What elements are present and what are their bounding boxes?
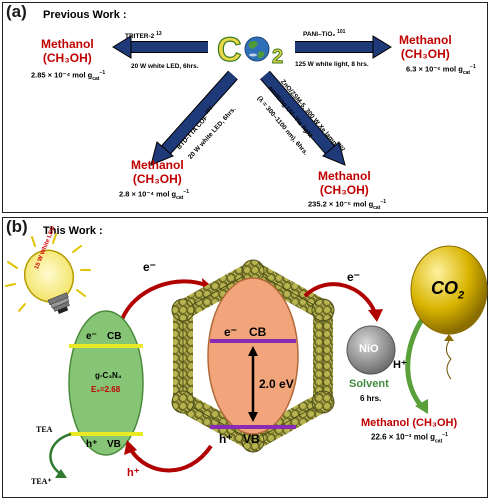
co2-logo-sub: 2 — [272, 46, 283, 68]
electron-label-light: e⁻ — [143, 260, 157, 274]
panel-b-diagram — [5, 233, 488, 478]
route-down-left-product: Methanol(CH₃OH) — [131, 158, 184, 186]
solvent-label: Solvent — [349, 378, 389, 390]
gcn-vb-label: VB — [107, 439, 121, 450]
cof-electron: e⁻ — [224, 325, 238, 339]
gcn-hole: h⁺ — [86, 439, 98, 450]
route-right-condition: 125 W white light, 8 hrs. — [295, 61, 369, 68]
time-label: 6 hrs. — [360, 394, 382, 403]
gcn-name: g-C₃N₄ — [95, 371, 122, 380]
route-left-catalyst: TRITER-2 13 — [125, 31, 162, 41]
route-right-product: Methanol(CH₃OH) — [399, 33, 452, 61]
led-bulb-icon — [5, 233, 91, 315]
route-left-condition: 20 W white LED, 6hrs. — [131, 63, 199, 70]
route-left-rate: 2.85 × 10⁻⁴ mol gcat−1 — [31, 70, 106, 82]
arrow-hole-transfer — [129, 444, 213, 473]
arrow-tea-oxidation — [49, 432, 72, 476]
route-down-left-rate: 2.8 × 10⁻⁴ mol gcat−1 — [119, 189, 190, 201]
co2-logo-c: C — [217, 31, 242, 69]
earth-icon — [244, 36, 270, 62]
nio-particle — [346, 325, 396, 375]
panel-b-label: (b) — [6, 217, 28, 236]
panel-a-title: Previous Work : — [43, 9, 127, 21]
co2-balloon-icon — [410, 245, 488, 380]
nio-label: NiO — [359, 343, 379, 355]
route-left-product: Methanol(CH₃OH) — [41, 37, 94, 65]
hole-transfer-label: h⁺ — [127, 467, 140, 479]
cof-band-gap-value: 2.0 eV — [259, 377, 294, 391]
route-right-catalyst: PANI–TiO₂ 101 — [303, 29, 346, 39]
tea-label: TEA — [36, 425, 53, 434]
route-right-rate: 6.3 × 10⁻⁶ mol gcat−1 — [406, 64, 476, 76]
route-down-right-rate: 235.2 × 10⁻⁶ mol gcat−1 — [308, 199, 387, 211]
panel-a-arrows: C 2 — [112, 30, 392, 166]
panel-a-label: (a) — [6, 2, 27, 21]
cof-hole: h⁺ — [219, 432, 233, 446]
electron-label-cof: e⁻ — [347, 270, 361, 284]
tea-plus-label: TEA⁺ — [31, 477, 52, 486]
cof-vb-label: VB — [243, 432, 260, 446]
hplus-label: H⁺ — [393, 359, 407, 371]
gcn-band-gap: E₉=2.68 — [91, 385, 121, 394]
arrow-cof-to-nio — [303, 282, 377, 314]
arrowhead-down-right — [322, 141, 346, 166]
cof-cb-label: CB — [249, 325, 267, 339]
product-rate: 22.6 × 10⁻³ mol gcat−1 — [371, 432, 448, 445]
arrowhead-left — [112, 35, 132, 59]
product-label: Methanol (CH₃OH) — [361, 417, 458, 429]
arrow-hplus — [405, 310, 430, 410]
panel-a: (a) Previous Work : C — [2, 2, 488, 213]
balloon-co2-label: CO2 — [431, 278, 465, 302]
arrowhead-down-left — [150, 141, 174, 166]
route-down-right-product: Methanol(CH₃OH) — [318, 169, 371, 197]
gcn-electron: e⁻ — [86, 331, 97, 342]
gcn-cb-label: CB — [107, 331, 122, 342]
arrow-light-to-catalyst — [119, 279, 209, 323]
arrowhead-right — [372, 35, 392, 59]
cof-corner-nodes — [171, 259, 335, 453]
panel-b-title: This Work : — [43, 225, 103, 237]
panel-b: (b) This Work : — [2, 217, 488, 498]
